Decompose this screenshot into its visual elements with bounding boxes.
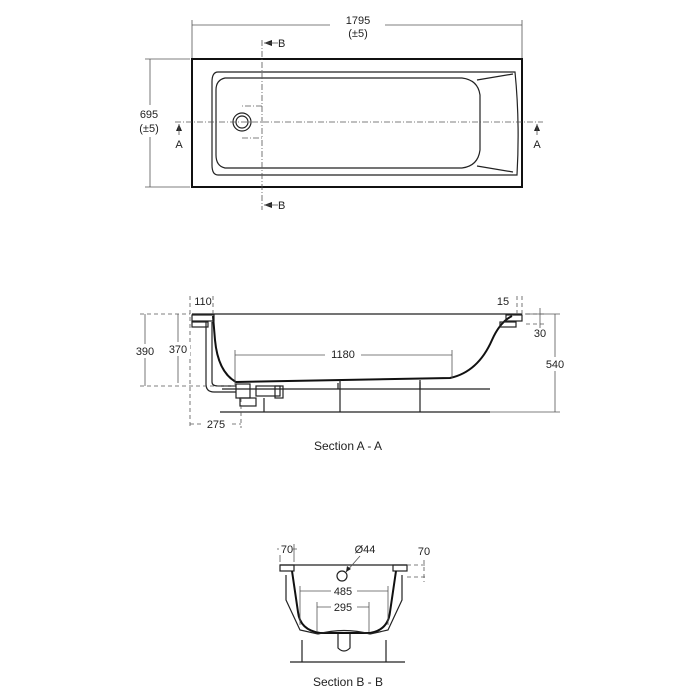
dim-depth-outer: 390 [136, 346, 154, 358]
section-a-title: Section A - A [314, 439, 382, 453]
dim-width-upper: 485 [334, 586, 352, 598]
dim-floor-length: 1180 [331, 349, 355, 361]
section-a-a: 110 15 30 390 370 1180 540 275 Section A… [134, 296, 569, 453]
section-b-b: 70 Ø44 70 485 295 Section B - B [277, 543, 430, 689]
width-dimension: 695 [140, 109, 158, 121]
section-b-marker-bottom: B [278, 200, 285, 212]
dim-rim-thickness: 30 [534, 328, 546, 340]
dim-depth-inner: 370 [169, 344, 187, 356]
dim-rim-left: 110 [194, 296, 212, 308]
dim-overflow-height: 70 [418, 546, 430, 558]
section-a-marker-right: A [533, 139, 541, 151]
dim-total-height: 540 [546, 359, 564, 371]
plan-view: 1795 (±5) 695 (±5) B B A A [132, 15, 543, 212]
dim-waste-diameter: Ø44 [355, 544, 376, 556]
dim-rim-left-b: 70 [281, 544, 293, 556]
width-tolerance: (±5) [139, 123, 158, 135]
section-b-marker-top: B [278, 38, 285, 50]
bath-outline [191, 58, 523, 188]
length-tolerance: (±5) [348, 28, 367, 40]
section-a-marker-left: A [175, 139, 183, 151]
dim-rim-right: 15 [497, 296, 509, 308]
length-dimension: 1795 [346, 15, 370, 27]
dim-waste-offset: 275 [207, 419, 225, 431]
section-b-title: Section B - B [313, 675, 383, 689]
dim-width-floor: 295 [334, 602, 352, 614]
